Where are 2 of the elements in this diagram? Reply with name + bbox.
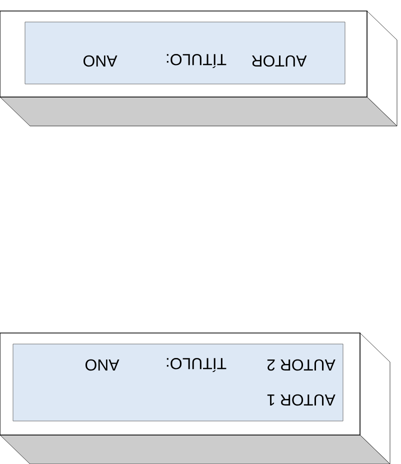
label-panel: AUTOR TÍTULO: ANO (24, 22, 346, 84)
label-panel: AUTOR 1 AUTOR 2 TÍTULO: ANO (12, 344, 344, 422)
